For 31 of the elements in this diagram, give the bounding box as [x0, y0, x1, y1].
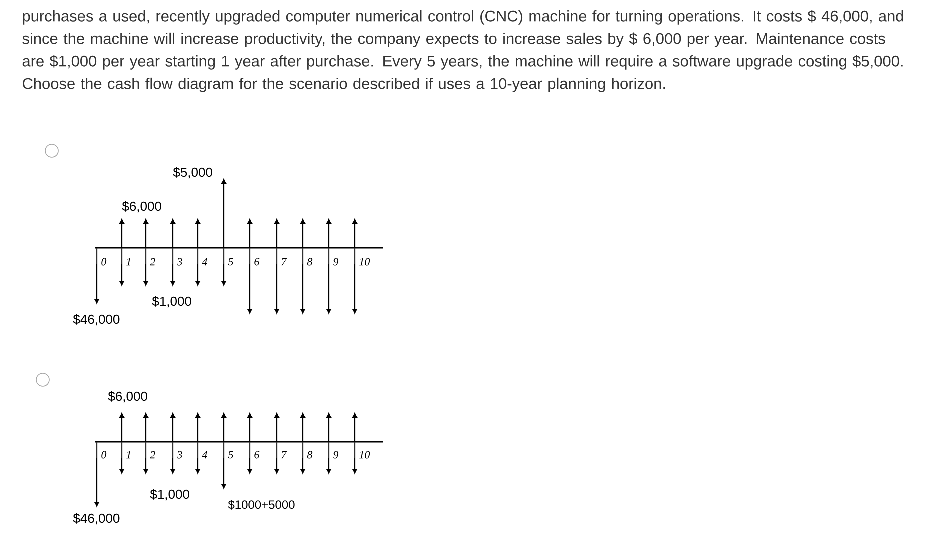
period-number: 0 [102, 451, 107, 459]
period-number: 1 [126, 258, 131, 266]
period-number: 9 [334, 258, 339, 266]
period-number: 1 [126, 451, 131, 459]
amount-label: $1,000 [152, 296, 192, 308]
question-text: purchases a used, recently upgraded computer numerical control (CNC) machine for turning operations. It costs $ 46,000, and since the machine will increase productivity, the company expects to increase sales by $ 6,000 per year. Maintenance costs are $1,000 per year starting 1 year after purchase. Every 5 years, the machine will require a software upgrade costing $5,000. Choose the cash flow diagram for the scenario described if uses a 10-year planning horizon. [22, 10, 904, 92]
amount-label: $1,000 [150, 489, 190, 501]
period-number: 3 [177, 258, 182, 266]
period-number: 6 [254, 451, 260, 459]
period-number: 0 [102, 258, 107, 266]
amount-label: $46,000 [73, 513, 120, 525]
period-number: 4 [202, 258, 208, 266]
period-number: 7 [282, 258, 288, 266]
period-number: 10 [360, 258, 370, 266]
period-number: 7 [282, 451, 288, 459]
period-number: 2 [150, 258, 156, 266]
period-number: 5 [228, 451, 234, 459]
period-number: 4 [202, 451, 208, 459]
period-number: 2 [150, 451, 156, 459]
amount-label: $5,000 [173, 167, 212, 179]
amount-label: $6,000 [122, 201, 162, 213]
period-number: 3 [177, 451, 182, 459]
period-number: 8 [307, 451, 313, 459]
period-number: 8 [307, 258, 313, 266]
amount-label: $46,000 [73, 314, 120, 326]
period-number: 9 [334, 451, 339, 459]
amount-label: $1000+5000 [228, 500, 295, 510]
period-number: 5 [228, 258, 234, 266]
amount-label: $6,000 [108, 391, 148, 403]
period-number: 6 [254, 258, 260, 266]
period-number: 10 [360, 451, 370, 459]
